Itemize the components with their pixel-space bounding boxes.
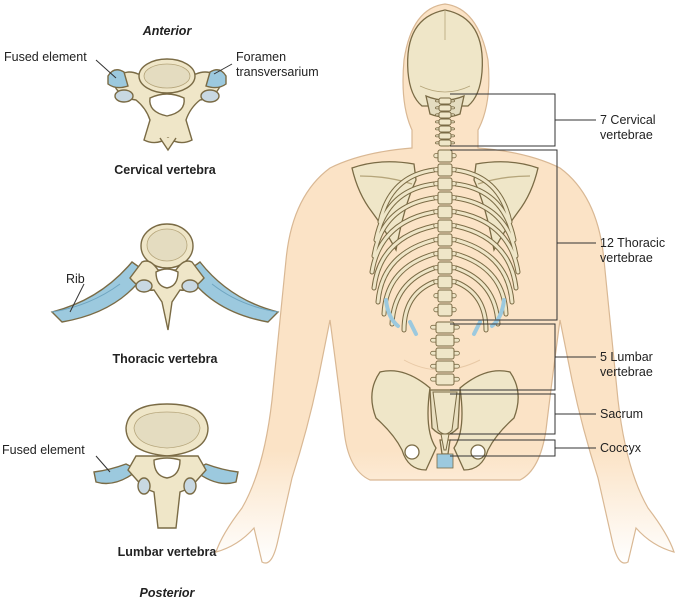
cervical-fused-element-label: Fused element [4,50,87,64]
foramen-label-line1: Foramen [236,50,286,64]
foramen-label-line2: transversarium [236,65,319,79]
anterior-label: Anterior [142,24,193,38]
thoracic-vertebra [437,191,453,205]
thoracic-vertebra [437,177,453,191]
cervical-vertebra [438,111,452,119]
rib-label: Rib [66,272,85,286]
cervical-vertebra [438,139,452,147]
cervical-vertebra [438,118,452,126]
thoracic-vertebra [437,261,453,275]
lumbar-region-label-line2: vertebrae [600,365,653,379]
lumbar-vertebra [435,360,455,373]
cervical-vertebra [438,125,452,133]
lumbar-vertebra-illustration [93,403,239,529]
cervical-vertebra [438,132,452,140]
thoracic-vertebra [437,289,453,303]
lumbar-fused-element-label: Fused element [2,443,85,457]
cervical-region-label-line1: 7 Cervical [600,113,656,127]
pubic-symphysis [436,453,454,469]
lumbar-vertebra [435,347,455,360]
lumbar-vertebra-title: Lumbar vertebra [118,545,218,559]
lumbar-region-label-line1: 5 Lumbar [600,350,653,364]
lumbar-vertebra [435,373,455,386]
thoracic-vertebra [437,303,453,317]
sacrum-region-label: Sacrum [600,407,643,421]
thoracic-vertebra [437,247,453,261]
cervical-vertebra [438,104,452,112]
cervical-region-label-line2: vertebrae [600,128,653,142]
region-brackets [450,93,596,457]
thoracic-vertebra-title: Thoracic vertebra [113,352,219,366]
thoracic-vertebra-illustration [50,223,280,331]
thoracic-vertebra [437,275,453,289]
coccyx-bone [440,433,450,451]
cervical-vertebra-title: Cervical vertebra [114,163,217,177]
cervical-vertebra-illustration [107,58,227,152]
thoracic-vertebra [437,205,453,219]
thoracic-region-label-line2: vertebrae [600,251,653,265]
thoracic-region-label-line1: 12 Thoracic [600,236,665,250]
spinal-column [430,97,460,451]
thoracic-vertebra [437,233,453,247]
lumbar-vertebra [435,334,455,347]
thoracic-vertebra [437,219,453,233]
coccyx-region-label: Coccyx [600,441,642,455]
posterior-label: Posterior [140,586,196,600]
cervical-vertebra [438,97,452,105]
thoracic-vertebra [437,163,453,177]
thoracic-vertebra [437,149,453,163]
lumbar-vertebra [435,321,455,334]
